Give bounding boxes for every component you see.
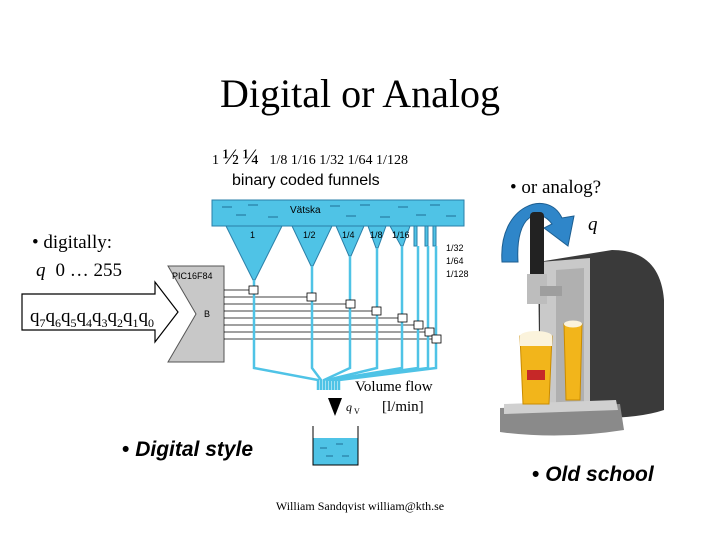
volume-flow-unit: [l/min] [382,399,424,415]
side-label-32: 1/32 [446,243,464,253]
bit-q0-index: 0 [148,315,154,330]
curved-arrow-icon [501,202,575,263]
tank-label: Vätska [290,205,321,216]
funnel-caption: binary coded funnels [232,172,380,189]
funnel-label-half: 1/2 [303,230,316,240]
chip-pin-label: B [204,309,210,319]
digital-heading: • digitally: [32,232,112,254]
bit-q3-index: 3 [101,315,108,330]
bit-q6-index: 6 [55,315,61,330]
pipe-32 [413,225,418,247]
valve-icon [345,299,356,309]
bucket-water [313,438,358,465]
old-school-label: • Old school [532,463,654,487]
valve-icon [306,292,317,302]
beer-tap-machine [500,212,664,436]
valve-icon [413,320,424,330]
valve-icon [248,285,259,295]
tank-ripples [222,204,456,218]
analog-heading: • or analog? [510,177,601,199]
funnel-label-sixteenth: 1/16 [392,230,410,240]
bullet-icon: • [532,463,540,486]
bucket-ripples [320,443,349,457]
bit-q1: q [123,306,133,327]
footer: William Sandqvist william@kth.se [275,499,445,513]
old-school-text: Old school [545,463,654,486]
bullet-icon: • [510,177,517,198]
bit-q2-index: 2 [117,315,123,330]
volume-flow-label: Volume flow [355,379,433,395]
valve-icon [371,306,382,316]
side-label-64: 1/64 [446,256,464,266]
slide-title: Digital or Analog [220,71,500,116]
bit-q2: q [107,306,118,327]
digital-range: q 0 … 255 [36,260,122,282]
fraction-scale: 1 ½ ¼ 1/8 1/16 1/32 1/64 1/128 [212,144,408,170]
fraction-one: 1 [212,153,219,168]
side-label-128: 1/128 [446,269,469,279]
funnel-label-eighth: 1/8 [370,230,383,240]
valves [248,285,442,344]
digital-heading-text: digitally: [43,232,113,253]
analog-q-label: q [588,214,598,235]
bit-q7: q [30,306,40,327]
fraction-rest: 1/8 1/16 1/32 1/64 1/128 [269,153,408,168]
bit-q5-index: 5 [70,315,77,330]
flow-symbol: q [346,400,352,414]
flow-arrow-icon [328,398,342,416]
bit-word: q7q6q5q4q3q2q1q0 [30,306,154,331]
bullet-icon: • [32,232,39,253]
funnel-label-1: 1 [250,230,255,240]
pipe-64 [424,225,429,247]
valve-icon [397,313,408,323]
input-arrow [21,280,179,344]
valve-icon [431,334,442,344]
funnels [225,225,437,281]
valve-icon [424,327,435,337]
chip-label: PIC16F84 [172,271,213,281]
digital-q-label: q [36,260,46,281]
analog-heading-text: or analog? [521,177,602,198]
bit-q6: q [45,306,56,327]
digital-range-value: 0 … 255 [55,260,123,281]
bit-q7-index: 7 [39,315,46,330]
bit-q3: q [92,306,102,327]
bit-q1-index: 1 [132,315,139,330]
digital-style-label: • Digital style [122,438,253,462]
bit-q5: q [61,306,71,327]
pic-chip [167,265,225,363]
digital-style-text: Digital style [135,438,254,461]
bit-q0: q [138,306,149,327]
bit-q4-index: 4 [86,315,92,330]
water-tank [211,199,465,227]
bit-q4: q [76,306,87,327]
funnel-label-quarter: 1/4 [342,230,355,240]
bullet-icon: • [122,438,130,461]
flow-symbol-sub: V [354,407,360,416]
bucket [312,426,359,466]
pipe-128 [432,225,437,247]
fraction-quarter: ¼ [242,144,260,169]
fraction-half: ½ [222,144,240,169]
